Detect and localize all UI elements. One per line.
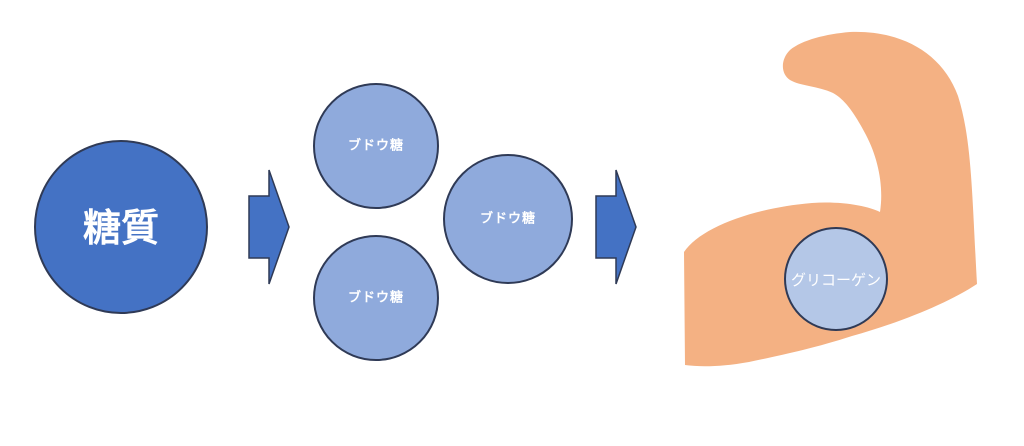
- flexed-arm-icon: グリコーゲン: [684, 31, 977, 367]
- source-label: 糖質: [83, 206, 159, 250]
- glucose-node: ブドウ糖: [443, 154, 573, 284]
- source-node: 糖質: [34, 140, 208, 314]
- glucose-circle: [313, 235, 439, 361]
- glucose-circle: [443, 154, 573, 284]
- glucose-node: ブドウ糖: [313, 235, 439, 361]
- arm-shape: [684, 31, 977, 367]
- right-arrow-icon: [595, 169, 637, 285]
- glucose-node: ブドウ糖: [313, 83, 439, 209]
- glycogen-label: グリコーゲン: [791, 271, 881, 289]
- glucose-circle: [313, 83, 439, 209]
- glucose-label: ブドウ糖: [348, 290, 404, 306]
- right-arrow-icon: [248, 169, 290, 285]
- glucose-label: ブドウ糖: [480, 211, 536, 227]
- glycogen-circle: [784, 227, 888, 331]
- source-circle: [34, 140, 208, 314]
- glucose-label: ブドウ糖: [348, 138, 404, 154]
